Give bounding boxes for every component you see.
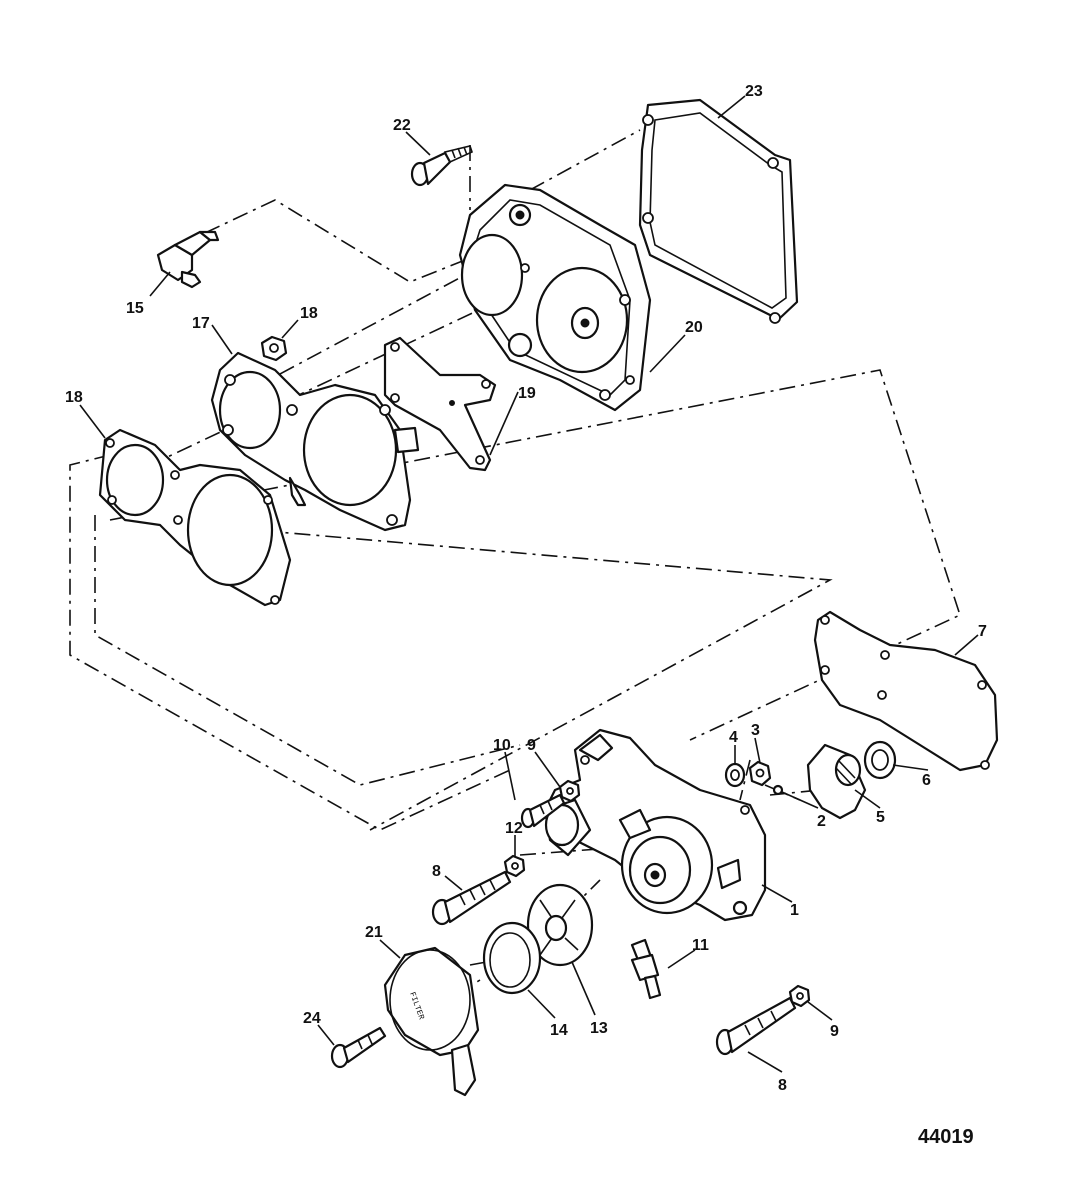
callout-6: 6: [922, 772, 931, 789]
callout-10: 10: [493, 737, 511, 754]
screw-24: [330, 1026, 387, 1069]
gasket-7: [813, 610, 999, 772]
callout-3: 3: [751, 722, 760, 739]
screw-10: [520, 793, 566, 829]
screw-8-lower: [715, 996, 797, 1056]
pump-housing-20: [458, 183, 652, 412]
callout-15: 15: [126, 300, 144, 317]
pin-2: [772, 784, 784, 796]
screw-8-upper: [431, 870, 512, 926]
callout-4: 4: [729, 729, 738, 746]
callout-7: 7: [978, 623, 987, 640]
nut-12: [503, 854, 526, 878]
gasket-18-left: [98, 428, 292, 607]
nut-18-top: [260, 335, 288, 362]
fitting-15: [156, 230, 220, 289]
cover-plate-17: [210, 351, 420, 532]
callout-18-top: 18: [300, 305, 318, 322]
callout-9-lower: 9: [830, 1023, 839, 1040]
gasket-23: [638, 98, 799, 324]
fitting-11: [630, 938, 662, 1000]
nut-9-lower: [788, 984, 811, 1008]
callout-1: 1: [790, 902, 799, 919]
callout-17: 17: [192, 315, 210, 332]
washer-6: [863, 740, 897, 780]
pump-body-1: [543, 728, 767, 922]
callout-14: 14: [550, 1022, 568, 1039]
callout-5: 5: [876, 809, 885, 826]
callout-9-top: 9: [527, 737, 536, 754]
callout-18-left: 18: [65, 389, 83, 406]
callout-21: 21: [365, 924, 383, 941]
washer-4: [724, 762, 746, 788]
callout-8-lower: 8: [778, 1077, 787, 1094]
callout-13: 13: [590, 1020, 608, 1037]
valve-cap-5: [806, 743, 867, 820]
callout-labels: 23 22 15 18 17 18 20 19 7 9 10 4 3 2 5 6…: [65, 83, 987, 1094]
impeller-13: [526, 883, 594, 967]
filter-cover-21: FILTER: [383, 946, 480, 1097]
nut-9-top: [558, 779, 581, 803]
callout-23: 23: [745, 83, 763, 100]
callout-11: 11: [692, 937, 709, 954]
callout-2: 2: [817, 813, 826, 830]
nut-3: [748, 760, 772, 787]
leader-lines: [79, 95, 979, 1073]
callout-22: 22: [393, 117, 411, 134]
figure-number: 44019: [918, 1126, 974, 1148]
washer-14: [482, 921, 542, 995]
callout-24: 24: [303, 1010, 321, 1027]
screw-22: [410, 145, 473, 187]
bracket-19: [383, 336, 497, 472]
callout-19: 19: [518, 385, 536, 402]
callout-12: 12: [505, 820, 523, 837]
callout-20: 20: [685, 319, 703, 336]
callout-8-upper: 8: [432, 863, 441, 880]
